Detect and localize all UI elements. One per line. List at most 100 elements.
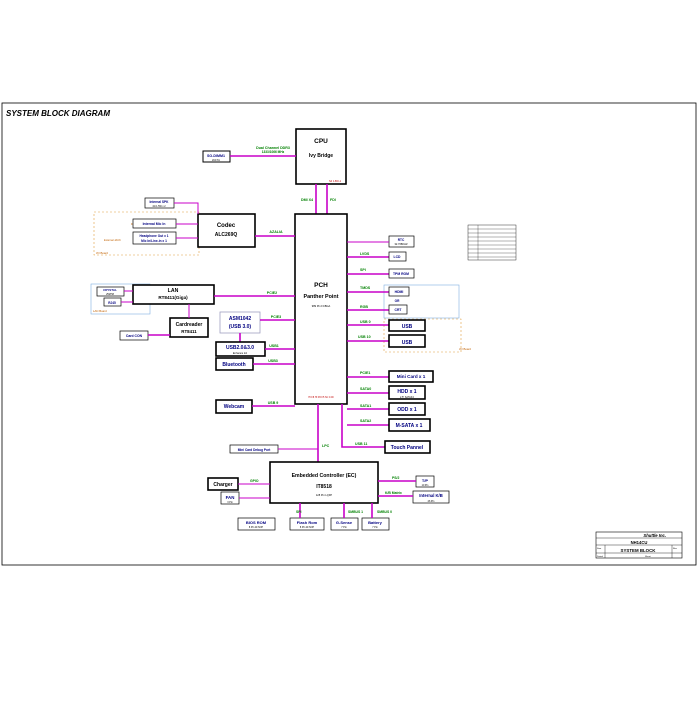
bluetooth-label: Bluetooth bbox=[222, 362, 245, 368]
hdd-sub: 2.5" SATA3.0 bbox=[400, 396, 415, 399]
codec-block bbox=[197, 213, 256, 248]
fdi-label: FDI bbox=[330, 198, 336, 202]
tpm-block bbox=[388, 268, 415, 279]
tp-sub: 10 Pin bbox=[422, 484, 429, 487]
lcd-label: LCD bbox=[394, 255, 402, 259]
hdd-label: HDD x 1 bbox=[397, 389, 416, 395]
flash-rom-label: Flash Rom bbox=[297, 520, 318, 525]
internal-spk-label: Internal SPK bbox=[150, 200, 170, 204]
rtc-sub: 32.768KHZ bbox=[394, 242, 408, 246]
lan-name: RT8411(Giga) bbox=[158, 295, 188, 300]
spi-pch-label: SPI bbox=[360, 268, 366, 272]
usb30-sub: Enhance 2A bbox=[233, 351, 247, 355]
io-board-codec-outline bbox=[93, 211, 200, 256]
cardreader-name: RT8411 bbox=[181, 329, 197, 334]
fan-label: FAN bbox=[226, 495, 235, 500]
io-board-usb-outline bbox=[383, 318, 462, 353]
gpio-label: GPIO bbox=[250, 479, 259, 483]
bios-rom-sub: 8 Pin W-SOP bbox=[249, 526, 264, 529]
cpu-name: Ivy Bridge bbox=[309, 153, 333, 159]
kb-block bbox=[412, 490, 450, 504]
pch-block bbox=[294, 213, 348, 405]
ec-title: Embedded Controller (EC) bbox=[292, 473, 357, 479]
tp-label: T/P bbox=[422, 478, 429, 483]
odd-block bbox=[388, 402, 426, 416]
ddr3-label: Dual Channel DDR3 bbox=[256, 146, 290, 150]
crt-label: CRT bbox=[395, 308, 403, 312]
minicard-label: Mini Card x 1 bbox=[397, 374, 426, 379]
crt-block bbox=[388, 304, 408, 315]
asm1042-sub: (USB 3.0) bbox=[229, 324, 252, 330]
ec-name: IT8518 bbox=[316, 484, 332, 490]
rev-label: Rev bbox=[673, 548, 678, 550]
minicard-block bbox=[388, 370, 434, 383]
tmds-label: TMDS bbox=[360, 286, 371, 290]
usb0-label: USB 0 bbox=[360, 320, 371, 324]
spk-wire bbox=[174, 202, 199, 214]
fan-sub: 3 Pin bbox=[227, 501, 233, 504]
pch-sub: 989 Pin FCBGA bbox=[312, 304, 331, 308]
azalia-label: AZALIA bbox=[269, 230, 283, 234]
msata-block bbox=[388, 418, 431, 432]
sodimm-label: SO-DIMM1 bbox=[207, 154, 225, 158]
jack-headphone: Headphone Out x 1 bbox=[139, 234, 168, 238]
usb11-bus bbox=[341, 404, 385, 448]
ddr3-speed: 1333/1066 MHz bbox=[262, 150, 285, 154]
smbus0-label: SMBUS 0 bbox=[377, 510, 392, 514]
crystal-label: CRYSTAL bbox=[103, 288, 117, 292]
usb1-label: USB1 bbox=[269, 344, 279, 348]
hdmi-label: HDMI bbox=[395, 290, 404, 294]
cardreader-title: Cardreader bbox=[176, 322, 203, 328]
battery-block bbox=[361, 517, 390, 531]
io-board-usb-label: I/O Board bbox=[459, 347, 471, 351]
charger-label: Charger bbox=[213, 482, 232, 488]
model-label: NH14CU bbox=[631, 540, 648, 545]
display-outline bbox=[383, 284, 460, 319]
asm1042-name: ASM1042 bbox=[229, 316, 251, 322]
sata2-label: SATA2 bbox=[360, 419, 371, 423]
card-con-label: Card CON bbox=[126, 334, 143, 338]
ec-sub: 128 Pin LQFP bbox=[316, 493, 333, 497]
pcie2-label: PCIE2 bbox=[267, 291, 277, 295]
rgb-label: RGB bbox=[360, 305, 368, 309]
sata1-label: SATA1 bbox=[360, 404, 371, 408]
flash-rom-block bbox=[289, 517, 325, 531]
msata-label: M-SATA x 1 bbox=[396, 423, 423, 429]
lan-title: LAN bbox=[168, 288, 179, 294]
smbus1-label: SMBUS 1 bbox=[348, 510, 363, 514]
usb10-label: USB 10 bbox=[358, 335, 371, 339]
internal-spk-sub: 4Ω 1.5W x 2 bbox=[152, 205, 166, 208]
codec-title: Codec bbox=[217, 223, 236, 229]
kb-label: Internal K/B bbox=[419, 493, 443, 498]
lvds-label: LVDS bbox=[360, 252, 370, 256]
pch-package: HI F8 HI P2 F5 SC 0.00 bbox=[308, 396, 334, 399]
bios-rom-block bbox=[237, 517, 276, 531]
doc-title-label: SYSTEM BLOCK bbox=[621, 548, 657, 553]
usb-port-a-label: USB bbox=[402, 324, 413, 330]
internal-mic-label: Internal Mic In bbox=[143, 222, 166, 226]
touch-panel-block bbox=[384, 440, 431, 454]
webcam-label: Webcam bbox=[224, 404, 245, 410]
dmi-label: DMI X4 bbox=[301, 198, 313, 202]
io-board-codec-label: I/O Board bbox=[96, 251, 108, 255]
external-jack-label: External JACK bbox=[104, 238, 121, 242]
kb-sub: 26 Pin bbox=[428, 500, 435, 503]
battery-label: Battery bbox=[368, 520, 383, 525]
or-label: OR bbox=[395, 299, 400, 303]
usb-port-b bbox=[388, 334, 426, 348]
pch-title: PCH bbox=[314, 282, 328, 289]
flash-rom-sub: 8 Pin W-SOP bbox=[300, 526, 315, 529]
ps2-label: PS/2 bbox=[392, 476, 399, 480]
battery-sub: 7 Pin bbox=[372, 526, 378, 529]
lpc-label: LPC bbox=[322, 444, 330, 448]
tpm-label: TPM ROM bbox=[393, 272, 409, 276]
codec-name: ALC269Q bbox=[215, 232, 238, 238]
lan-board-label: LAN Board bbox=[93, 309, 107, 313]
sheet-border bbox=[1, 102, 697, 566]
gsense-sub: 7 Pin bbox=[341, 526, 347, 529]
size-label: Size bbox=[597, 548, 602, 550]
kbmatrix-label: K/B Matrix bbox=[385, 491, 402, 495]
sheet-label: Sheet bbox=[645, 555, 651, 558]
